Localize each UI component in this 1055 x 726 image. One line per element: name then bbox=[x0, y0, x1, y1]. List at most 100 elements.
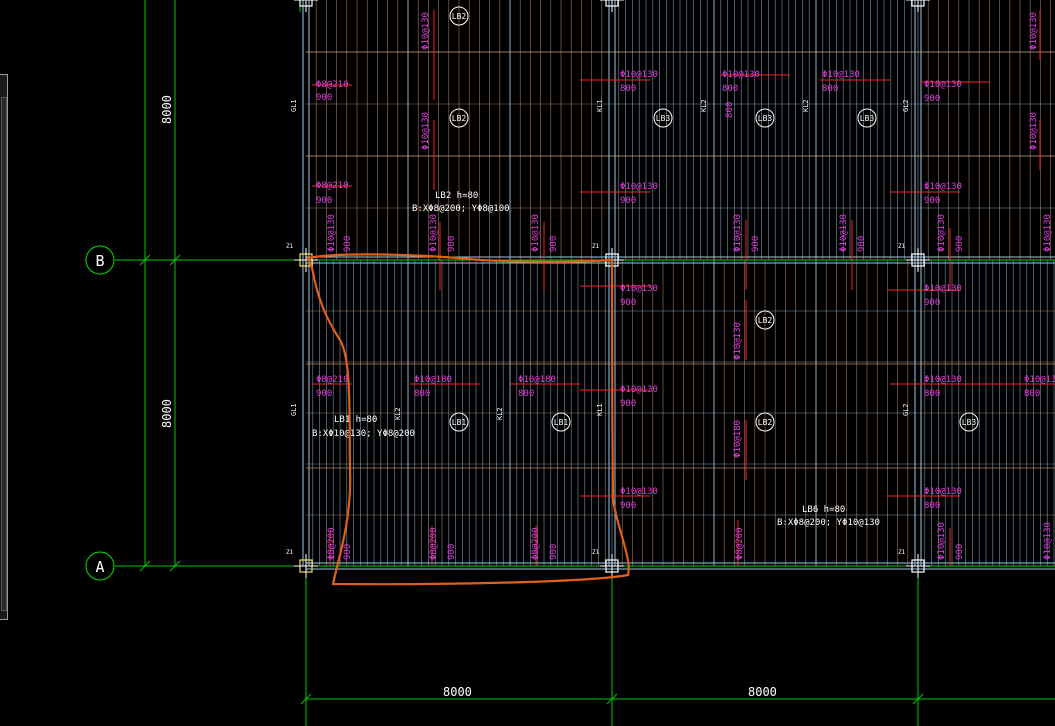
rebar-label: 900 bbox=[955, 544, 965, 560]
rebar-label: Φ10@130 bbox=[620, 182, 658, 192]
rebar-label: Φ10@130 bbox=[924, 487, 962, 497]
rebar-label: Φ10@130 bbox=[924, 80, 962, 90]
grid-bubble-b[interactable]: B bbox=[85, 245, 115, 275]
rebar-label: 900 bbox=[447, 544, 457, 560]
column-tag: Z1 bbox=[592, 243, 600, 250]
svg-text:LB2 h=80: LB2 h=80 bbox=[435, 191, 478, 201]
rebar-label: Φ10@180 bbox=[414, 375, 452, 385]
rebar-label: Φ10@130 bbox=[924, 182, 962, 192]
svg-text:GL2: GL2 bbox=[902, 403, 910, 416]
rebar-label: Φ10@130 bbox=[1024, 375, 1055, 385]
column-tag: Z1 bbox=[592, 549, 600, 556]
column-tag: Z1 bbox=[898, 549, 906, 556]
beam-tags: GL1 GL1 KL1 KL1 KL2 KL2 KL2 KL2 GL2 GL2 bbox=[290, 99, 910, 420]
slab-tag-lb2-top[interactable]: LB2 bbox=[449, 6, 469, 26]
rebar-label: 900 bbox=[620, 399, 636, 409]
column[interactable]: Z1 bbox=[286, 0, 318, 12]
rebar-label: Φ8@200 bbox=[327, 527, 337, 560]
rebar-label: 900 bbox=[924, 196, 940, 206]
rebar-label: Φ10@130 bbox=[924, 375, 962, 385]
slab-tag-lb3-b[interactable]: LB3 bbox=[755, 108, 775, 128]
slab-tag-lb3-a[interactable]: LB3 bbox=[653, 108, 673, 128]
svg-text:KL1: KL1 bbox=[596, 403, 604, 416]
slab-callout-lb2[interactable]: LB2 h=80 B:XΦ8@200; YΦ8@100 bbox=[412, 191, 510, 214]
rebar-label: 800 bbox=[620, 84, 636, 94]
slab-tag-lb2-lower[interactable]: LB2 bbox=[755, 412, 775, 432]
column-tag: Z1 bbox=[898, 243, 906, 250]
slab-tag-lb2-in-lb6[interactable]: LB2 bbox=[755, 310, 775, 330]
dim-vertical-lower: 8000 bbox=[160, 399, 174, 428]
rebar-label: Φ10@130 bbox=[620, 70, 658, 80]
rebar-label: 900 bbox=[620, 196, 636, 206]
column[interactable]: Z1 bbox=[898, 0, 930, 12]
svg-text:B:XΦ8@200; YΦ8@100: B:XΦ8@200; YΦ8@100 bbox=[412, 204, 510, 214]
column[interactable]: Z1 bbox=[286, 243, 318, 272]
slab-tag-lb1-b[interactable]: LB1 bbox=[551, 412, 571, 432]
slab-callout-lb6[interactable]: LB6 h=80 B:XΦ8@200; YΦ10@130 bbox=[777, 505, 880, 528]
rebar-label: 900 bbox=[620, 501, 636, 511]
rebar-label: 800 bbox=[924, 501, 940, 511]
rebar-label: Φ8@200 bbox=[531, 527, 541, 560]
svg-text:KL2: KL2 bbox=[394, 407, 402, 420]
rebar-label: 900 bbox=[447, 236, 457, 252]
rebar-label: Φ8@210 bbox=[316, 375, 349, 385]
svg-text:GL1: GL1 bbox=[290, 99, 298, 112]
svg-text:B:XΦ8@200; YΦ10@130: B:XΦ8@200; YΦ10@130 bbox=[777, 518, 880, 528]
svg-text:LB3: LB3 bbox=[758, 114, 773, 123]
dimension-ticks bbox=[139, 254, 924, 705]
rebar-label: Φ10@130 bbox=[924, 284, 962, 294]
rebar-label: 800 bbox=[725, 102, 735, 118]
slab-callout-lb1[interactable]: LB1 h=80 B:XΦ10@130; YΦ8@200 bbox=[312, 415, 415, 439]
svg-text:LB3: LB3 bbox=[656, 114, 671, 123]
svg-text:LB1: LB1 bbox=[452, 418, 467, 427]
column[interactable]: Z1 bbox=[592, 549, 624, 578]
svg-text:B:XΦ10@130; YΦ8@200: B:XΦ10@130; YΦ8@200 bbox=[312, 429, 415, 439]
rebar-label: Φ10@130 bbox=[327, 214, 337, 252]
rebar-label: 900 bbox=[955, 236, 965, 252]
rebar-label: Φ10@130 bbox=[429, 214, 439, 252]
rebar-label: Φ8@200 bbox=[735, 527, 745, 560]
column[interactable]: Z1 bbox=[286, 549, 318, 578]
rebar-label: Φ10@130 bbox=[822, 70, 860, 80]
svg-text:KL1: KL1 bbox=[596, 99, 604, 112]
rebar-label: Φ10@130 bbox=[733, 322, 743, 360]
rebar-label: 900 bbox=[316, 93, 332, 103]
column[interactable]: Z1 bbox=[898, 549, 930, 578]
side-panel-scroll[interactable] bbox=[1, 97, 7, 611]
column[interactable]: Z1 bbox=[898, 243, 930, 272]
rebar-label: Φ10@130 bbox=[937, 214, 947, 252]
rebar-label: Φ8@210 bbox=[316, 80, 349, 90]
rebar-label: Φ8@210 bbox=[316, 181, 349, 191]
slab-tag-lb3-right[interactable]: LB3 bbox=[959, 412, 979, 432]
rebar-label: 900 bbox=[549, 236, 559, 252]
rebar-label: Φ10@130 bbox=[722, 70, 760, 80]
rebar-label: Φ10@130 bbox=[620, 385, 658, 395]
dim-vertical-upper: 8000 bbox=[160, 95, 174, 124]
svg-text:KL2: KL2 bbox=[802, 99, 810, 112]
svg-text:LB1: LB1 bbox=[554, 418, 569, 427]
rebar-label: Φ10@130 bbox=[1043, 522, 1053, 560]
rebar-label: 800 bbox=[518, 389, 534, 399]
rebar-label: 800 bbox=[822, 84, 838, 94]
grid-label-b: B bbox=[95, 252, 104, 270]
dim-horizontal-right: 8000 bbox=[748, 685, 777, 699]
rebar-label: Φ8@200 bbox=[429, 527, 439, 560]
grid-bubble-a[interactable]: A bbox=[85, 551, 115, 581]
svg-text:KL2: KL2 bbox=[700, 99, 708, 112]
svg-text:KL2: KL2 bbox=[496, 407, 504, 420]
svg-text:LB1 h=80: LB1 h=80 bbox=[334, 415, 377, 425]
rebar-label: 900 bbox=[549, 544, 559, 560]
rebar-label: Φ10@180 bbox=[733, 420, 743, 458]
column-tag: Z1 bbox=[286, 549, 294, 556]
slab-tag-lb2-mid[interactable]: LB2 bbox=[449, 108, 469, 128]
rebar-label: 900 bbox=[751, 236, 761, 252]
svg-text:LB2: LB2 bbox=[758, 316, 773, 325]
slab-tag-lb1-a[interactable]: LB1 bbox=[449, 412, 469, 432]
svg-text:GL2: GL2 bbox=[902, 99, 910, 112]
rebar-label: 900 bbox=[343, 544, 353, 560]
top-rebar-lines bbox=[312, 10, 1055, 566]
column[interactable]: Z1 bbox=[592, 0, 624, 12]
slab-tag-lb3-c[interactable]: LB3 bbox=[857, 108, 877, 128]
dim-horizontal-left: 8000 bbox=[443, 685, 472, 699]
